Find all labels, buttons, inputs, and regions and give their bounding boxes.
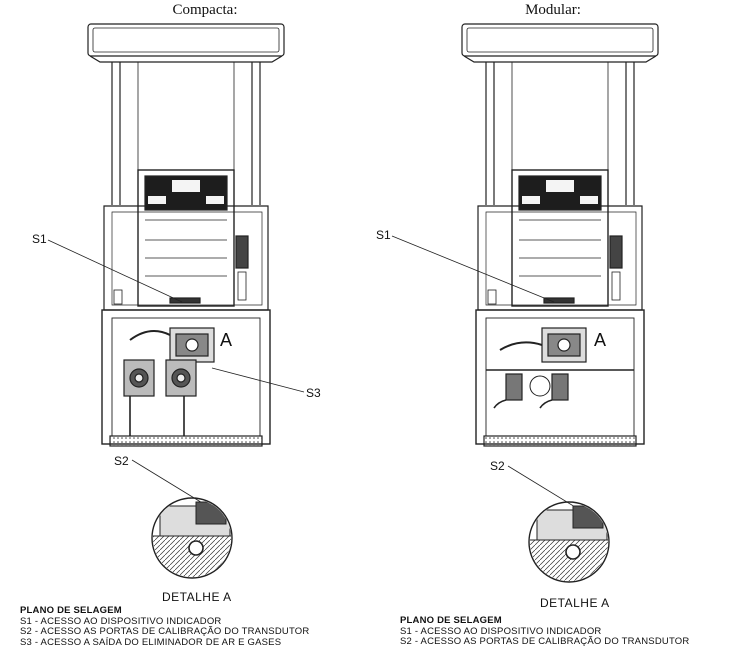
modular-dispenser	[461, 23, 659, 447]
modular-legend-item-s1: S1 - ACESSO AO DISPOSITIVO INDICADOR	[400, 625, 602, 637]
modular-callout-a: A	[594, 330, 607, 350]
modular-legend-item-s2: S2 - ACESSO AS PORTAS DE CALIBRAÇÃO DO T…	[400, 636, 690, 647]
compacta-legend: PLANO DE SELAGEM S1 - ACESSO AO DISPOSIT…	[20, 605, 310, 648]
compacta-legend-item-s2: S2 - ACESSO AS PORTAS DE CALIBRAÇÃO DO T…	[20, 626, 310, 637]
modular-callout-s2: S2	[490, 459, 505, 473]
compacta-callout-s3: S3	[306, 386, 321, 400]
compacta-callout-s1: S1	[32, 232, 47, 246]
compacta-callout-a: A	[220, 330, 233, 350]
compacta-detail-a	[151, 497, 233, 579]
modular-detail-a	[528, 501, 610, 583]
compacta-legend-item-s3: S3 - ACESSO A SAÍDA DO ELIMINADOR DE AR …	[20, 636, 282, 648]
modular-legend: PLANO DE SELAGEM S1 - ACESSO AO DISPOSIT…	[400, 615, 690, 648]
modular-title: Modular:	[525, 2, 581, 18]
modular-callout-s1: S1	[376, 228, 391, 242]
compacta-callout-s2: S2	[114, 454, 129, 468]
compacta-legend-item-s1: S1 - ACESSO AO DISPOSITIVO INDICADOR	[20, 615, 222, 627]
compacta-dispenser	[87, 23, 285, 447]
modular-legend-heading: PLANO DE SELAGEM	[400, 615, 502, 626]
modular-detail-label: DETALHE A	[540, 596, 610, 610]
compacta-detail-label: DETALHE A	[162, 590, 232, 604]
compacta-title: Compacta:	[172, 2, 238, 18]
compacta-legend-heading: PLANO DE SELAGEM	[20, 605, 122, 616]
compacta-leaders	[47, 239, 305, 505]
